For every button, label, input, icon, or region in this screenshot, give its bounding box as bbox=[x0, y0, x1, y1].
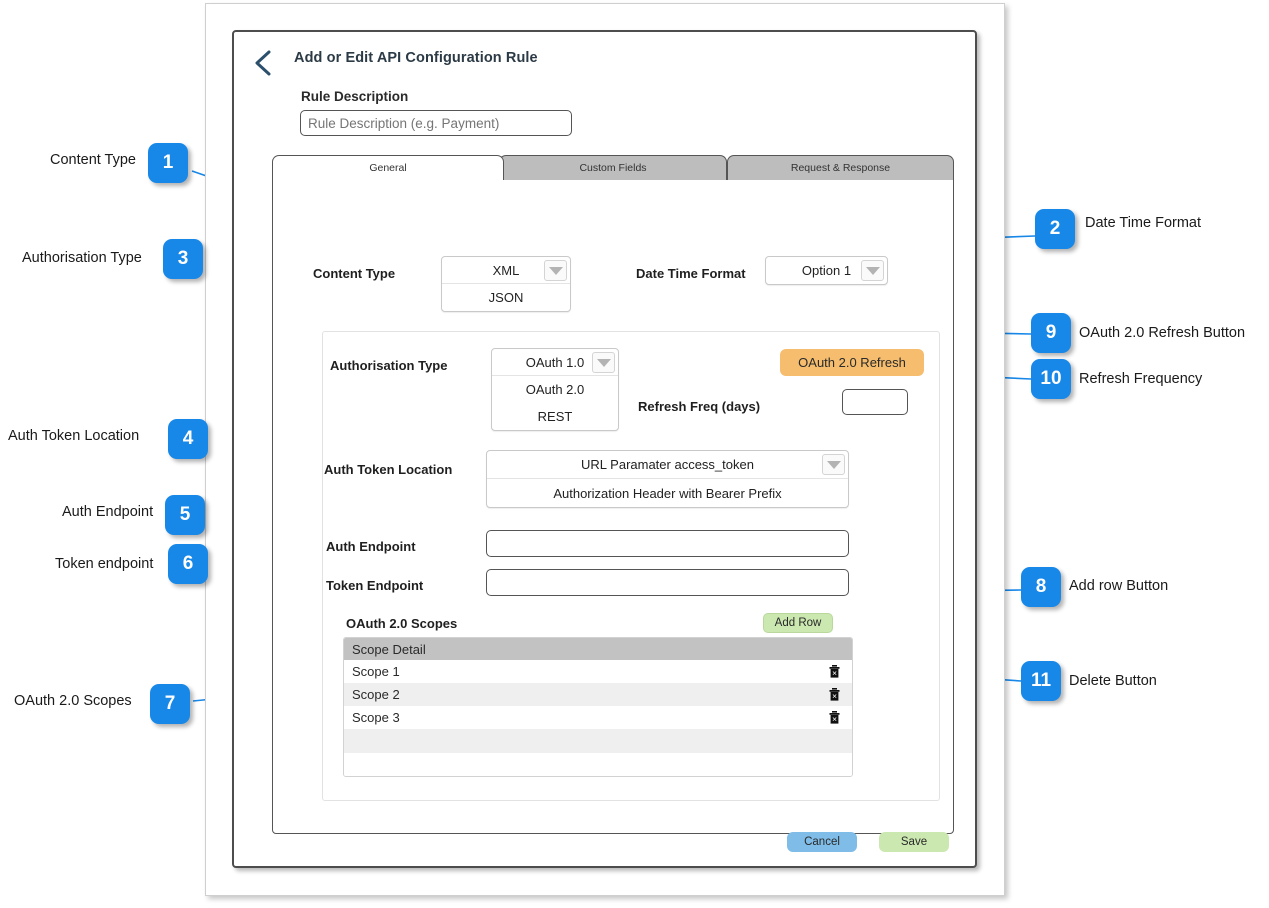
callout-badge-10[interactable]: 10 bbox=[1031, 359, 1071, 399]
callout-label-6: Token endpoint bbox=[55, 556, 154, 572]
content-type-label: Content Type bbox=[313, 266, 396, 281]
table-row[interactable]: Scope 2 ✕ bbox=[344, 683, 852, 706]
callout-label-5: Auth Endpoint bbox=[62, 504, 154, 520]
scope-detail-value: Scope 1 bbox=[352, 664, 400, 679]
svg-text:✕: ✕ bbox=[832, 716, 837, 724]
callout-number: 11 bbox=[1030, 670, 1052, 691]
chevron-down-icon[interactable] bbox=[861, 260, 884, 281]
scopes-column-header: Scope Detail bbox=[344, 638, 852, 660]
date-time-format-selected-value: Option 1 bbox=[801, 263, 852, 278]
table-row-empty bbox=[344, 729, 852, 753]
content-type-selected-value: XML bbox=[442, 257, 570, 284]
tab-custom-fields-label: Custom Fields bbox=[579, 162, 647, 174]
callout-number: 8 bbox=[1035, 576, 1047, 597]
callout-number: 10 bbox=[1040, 368, 1062, 389]
trash-icon[interactable]: ✕ bbox=[829, 688, 840, 701]
chevron-down-icon[interactable] bbox=[822, 454, 845, 475]
callout-label-3: Authorisation Type bbox=[22, 250, 142, 266]
content-type-select[interactable]: XML JSON bbox=[441, 256, 571, 312]
rule-description-label: Rule Description bbox=[301, 89, 409, 104]
cancel-button[interactable]: Cancel bbox=[787, 832, 857, 852]
callout-number: 9 bbox=[1045, 322, 1057, 343]
auth-token-location-select[interactable]: URL Paramater access_token Authorization… bbox=[486, 450, 849, 508]
callout-badge-9[interactable]: 9 bbox=[1031, 313, 1071, 353]
callout-number: 6 bbox=[182, 553, 194, 574]
callout-label-4: Auth Token Location bbox=[8, 428, 140, 444]
trash-icon[interactable]: ✕ bbox=[829, 665, 840, 678]
api-config-modal: Add or Edit API Configuration Rule Rule … bbox=[232, 30, 977, 868]
callout-number: 7 bbox=[164, 693, 176, 714]
content-type-option-json[interactable]: JSON bbox=[488, 290, 524, 305]
add-row-button[interactable]: Add Row bbox=[763, 613, 833, 633]
callout-badge-7[interactable]: 7 bbox=[150, 684, 190, 724]
auth-token-location-selected-value: URL Paramater access_token bbox=[487, 451, 848, 479]
authorisation-type-label: Authorisation Type bbox=[330, 358, 448, 373]
auth-endpoint-label: Auth Endpoint bbox=[326, 539, 416, 554]
authorisation-type-selected-value: OAuth 1.0 bbox=[492, 349, 618, 376]
tab-request-response[interactable]: Request & Response bbox=[727, 155, 954, 180]
auth-token-location-option-bearer[interactable]: Authorization Header with Bearer Prefix bbox=[553, 485, 782, 501]
oauth-scopes-title: OAuth 2.0 Scopes bbox=[346, 616, 458, 631]
auth-endpoint-input[interactable] bbox=[486, 530, 849, 557]
callout-badge-2[interactable]: 2 bbox=[1035, 209, 1075, 249]
token-endpoint-label: Token Endpoint bbox=[326, 578, 424, 593]
page-frame: Add or Edit API Configuration Rule Rule … bbox=[205, 3, 1005, 896]
callout-number: 4 bbox=[182, 428, 194, 449]
callout-badge-3[interactable]: 3 bbox=[163, 239, 203, 279]
callout-number: 1 bbox=[162, 152, 174, 173]
table-row[interactable]: Scope 1 ✕ bbox=[344, 660, 852, 683]
callout-label-2: Date Time Format bbox=[1085, 215, 1202, 231]
callout-number: 2 bbox=[1049, 218, 1061, 239]
scope-detail-value: Scope 2 bbox=[352, 687, 400, 702]
callout-label-1: Content Type bbox=[50, 152, 136, 168]
page-title: Add or Edit API Configuration Rule bbox=[294, 50, 538, 66]
back-chevron-icon[interactable] bbox=[250, 46, 278, 80]
authorisation-group: Authorisation Type OAuth 1.0 OAuth 2.0 R… bbox=[322, 331, 940, 801]
tab-request-response-label: Request & Response bbox=[790, 162, 891, 174]
general-tab-panel: Content Type XML JSON Date Time Format O… bbox=[272, 178, 954, 834]
refresh-freq-input[interactable] bbox=[842, 389, 908, 415]
tab-general-label: General bbox=[369, 162, 407, 174]
callout-number: 3 bbox=[177, 248, 189, 269]
chevron-down-icon[interactable] bbox=[592, 352, 615, 373]
callout-label-10: Refresh Frequency bbox=[1079, 371, 1203, 387]
auth-token-location-label: Auth Token Location bbox=[324, 462, 453, 477]
callout-badge-8[interactable]: 8 bbox=[1021, 567, 1061, 607]
authorisation-type-select[interactable]: OAuth 1.0 OAuth 2.0 REST bbox=[491, 348, 619, 431]
date-time-format-select[interactable]: Option 1 bbox=[765, 256, 888, 285]
authorisation-type-option-rest[interactable]: REST bbox=[537, 409, 573, 424]
authorisation-type-option-oauth2[interactable]: OAuth 2.0 bbox=[525, 382, 585, 397]
callout-label-9: OAuth 2.0 Refresh Button bbox=[1079, 325, 1246, 341]
callout-badge-11[interactable]: 11 bbox=[1021, 661, 1061, 701]
scopes-table: Scope Detail Scope 1 ✕ Scope 2 ✕ bbox=[343, 637, 853, 777]
callout-badge-6[interactable]: 6 bbox=[168, 544, 208, 584]
tab-custom-fields[interactable]: Custom Fields bbox=[499, 155, 727, 180]
callout-label-11: Delete Button bbox=[1069, 673, 1157, 689]
refresh-freq-label: Refresh Freq (days) bbox=[638, 399, 761, 414]
trash-icon[interactable]: ✕ bbox=[829, 711, 840, 724]
callout-badge-1[interactable]: 1 bbox=[148, 143, 188, 183]
svg-text:✕: ✕ bbox=[832, 670, 837, 678]
table-row[interactable]: Scope 3 ✕ bbox=[344, 706, 852, 729]
callout-badge-4[interactable]: 4 bbox=[168, 419, 208, 459]
callout-badge-5[interactable]: 5 bbox=[165, 495, 205, 535]
chevron-down-icon[interactable] bbox=[544, 260, 567, 281]
callout-label-8: Add row Button bbox=[1069, 578, 1169, 594]
tabstrip: General Custom Fields Request & Response bbox=[272, 155, 954, 180]
scope-detail-value: Scope 3 bbox=[352, 710, 400, 725]
tab-general[interactable]: General bbox=[272, 155, 504, 180]
callout-number: 5 bbox=[179, 504, 191, 525]
oauth-refresh-button[interactable]: OAuth 2.0 Refresh bbox=[780, 349, 924, 376]
date-time-format-label: Date Time Format bbox=[636, 266, 746, 281]
rule-description-input[interactable] bbox=[300, 110, 572, 136]
token-endpoint-input[interactable] bbox=[486, 569, 849, 596]
svg-text:✕: ✕ bbox=[832, 693, 837, 701]
save-button[interactable]: Save bbox=[879, 832, 949, 852]
callout-label-7: OAuth 2.0 Scopes bbox=[14, 693, 132, 709]
table-row-empty bbox=[344, 753, 852, 776]
